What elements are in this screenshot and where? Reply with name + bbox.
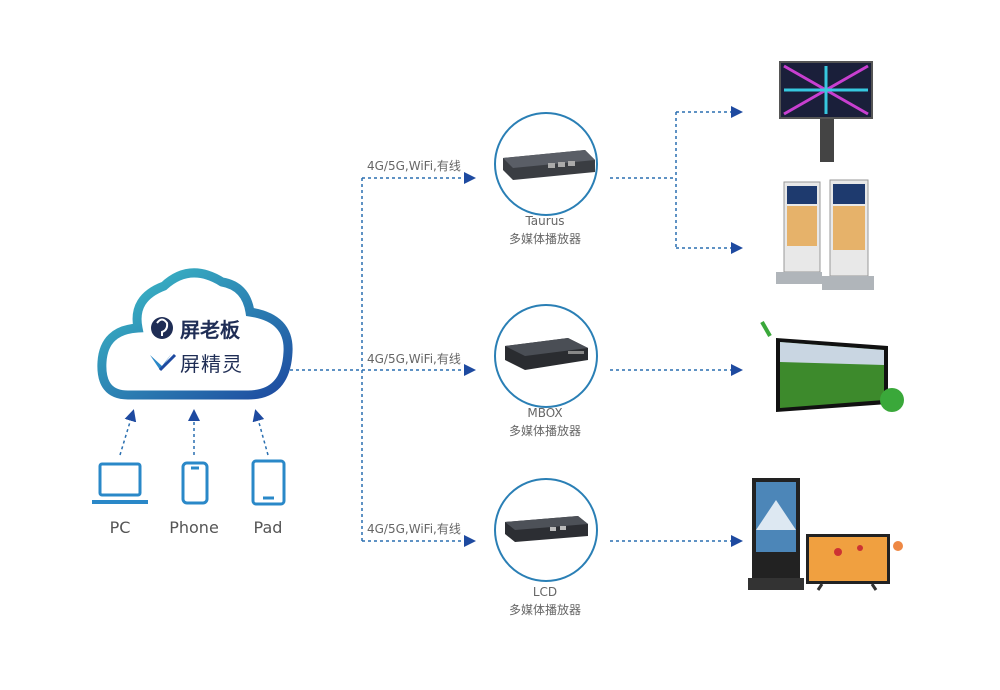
player-name-mbox: MBOX bbox=[527, 406, 563, 420]
player-label-mbox: MBOX 多媒体播放器 bbox=[465, 404, 625, 440]
kiosk-screens-icon bbox=[776, 179, 874, 290]
player-label-lcd: LCD 多媒体播放器 bbox=[465, 583, 625, 619]
cloud-icon bbox=[97, 268, 293, 400]
connection-label-mbox: 4G/5G,WiFi,有线 bbox=[367, 352, 461, 366]
player-desc-mbox: 多媒体播放器 bbox=[508, 424, 581, 438]
client-label-pc: PC bbox=[109, 518, 131, 537]
tablet-icon bbox=[251, 459, 286, 506]
client-label-phone: Phone bbox=[169, 518, 219, 537]
billboard-screen-icon bbox=[779, 61, 873, 162]
connection-label-lcd: 4G/5G,WiFi,有线 bbox=[367, 522, 461, 536]
player-label-taurus: Taurus 多媒体播放器 bbox=[465, 212, 625, 248]
laptop-icon bbox=[92, 462, 148, 504]
player-desc-lcd: 多媒体播放器 bbox=[508, 603, 581, 617]
connection-label-taurus: 4G/5G,WiFi,有线 bbox=[367, 159, 461, 173]
brand-primary-logo-icon bbox=[151, 317, 173, 339]
wide-screen-icon bbox=[760, 321, 904, 412]
client-label-pad: Pad bbox=[253, 518, 283, 537]
player-name-taurus: Taurus bbox=[525, 214, 565, 228]
player-desc-taurus: 多媒体播放器 bbox=[508, 232, 581, 246]
brand-secondary-name: 屏精灵 bbox=[180, 352, 243, 376]
lcd-screens-icon bbox=[748, 478, 903, 591]
lcd-device-icon bbox=[505, 516, 588, 542]
player-name-lcd: LCD bbox=[532, 585, 558, 599]
mbox-device-icon bbox=[505, 338, 588, 370]
brand-secondary-logo-icon bbox=[150, 353, 177, 372]
taurus-device-icon bbox=[503, 150, 595, 180]
phone-icon bbox=[181, 461, 209, 505]
brand-primary-name: 屏老板 bbox=[180, 318, 240, 342]
